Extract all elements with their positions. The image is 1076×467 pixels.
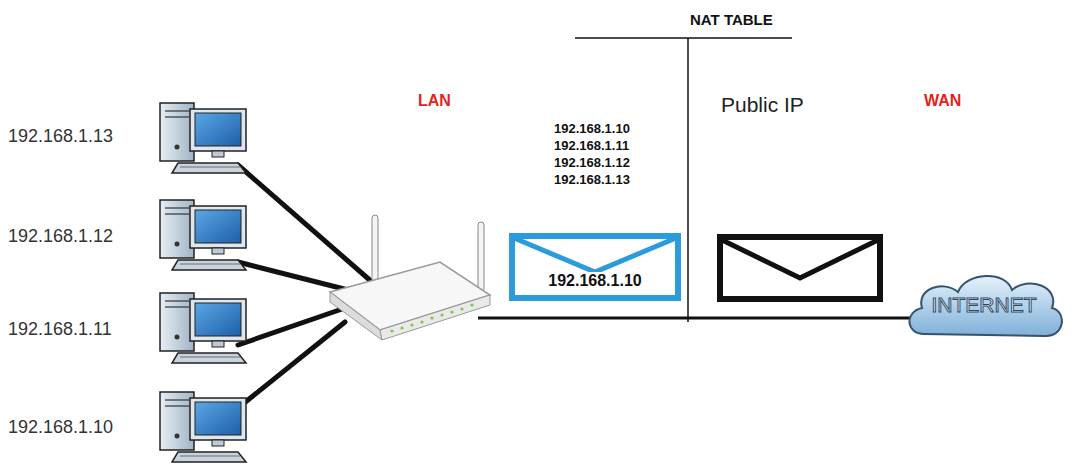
table-heading: NAT TABLE — [690, 11, 810, 28]
envelope-flap — [514, 238, 676, 272]
envelope-body — [512, 236, 678, 298]
ip-label: 192.168.1.12 — [554, 156, 684, 171]
nat-table-rule — [575, 37, 792, 39]
computer-icon — [160, 293, 246, 363]
address-label: Public IP — [721, 93, 841, 117]
lan-cable — [238, 165, 372, 282]
computer-icon — [160, 200, 246, 270]
ip-label: 192.168.1.11 — [554, 139, 684, 154]
zone-label: WAN — [924, 92, 984, 110]
lan-cable — [238, 322, 345, 408]
packet-address: 192.168.1.10 — [516, 272, 674, 290]
ip-label: 192.168.1.13 — [8, 126, 158, 147]
computer-icon — [160, 392, 246, 462]
nat-table-divider — [687, 38, 689, 322]
ip-label: 192.168.1.10 — [8, 417, 158, 438]
lan-cable — [238, 262, 356, 292]
ip-label: 192.168.1.13 — [554, 173, 684, 188]
public-envelope — [720, 237, 880, 299]
computer-icon — [160, 103, 246, 173]
ip-label: 192.168.1.12 — [8, 226, 158, 247]
packet-envelope: 192.168.1.10 — [508, 232, 682, 302]
lan-cable — [238, 308, 345, 345]
packet-envelope-outline — [508, 232, 682, 302]
internet-cloud: INTERNET — [902, 266, 1066, 346]
ip-label: 192.168.1.10 — [554, 122, 684, 137]
wan-cable — [478, 317, 915, 320]
router-icon — [330, 215, 490, 340]
cloud-label: INTERNET — [902, 293, 1066, 317]
ip-label: 192.168.1.11 — [8, 319, 158, 340]
zone-label: LAN — [418, 92, 478, 110]
